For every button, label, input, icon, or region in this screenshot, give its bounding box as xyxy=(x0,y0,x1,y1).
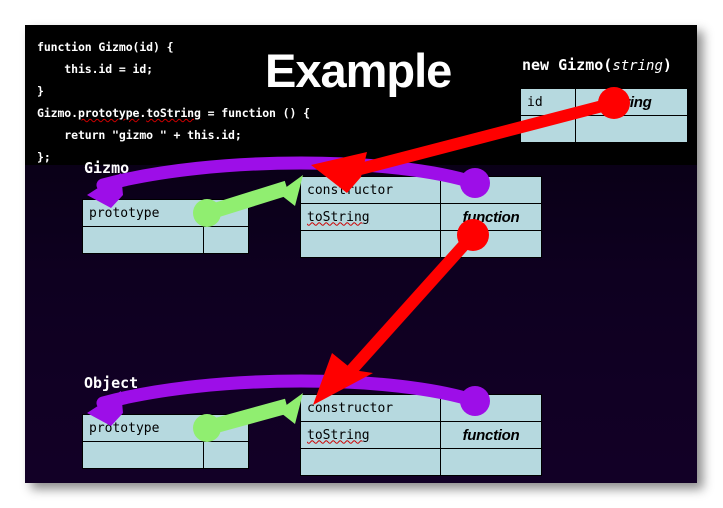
gizmo-tostring-value: function xyxy=(440,203,542,231)
object-member-value-empty xyxy=(440,448,542,476)
object-tostring-key: toString xyxy=(307,427,370,443)
object-prototype-key: prototype xyxy=(82,414,204,442)
object-constructor-key: constructor xyxy=(300,394,441,422)
object-prototype-value xyxy=(203,414,249,442)
object-object-label: Object xyxy=(84,374,139,392)
table-row: prototype xyxy=(82,414,249,442)
object-tostring-value: function xyxy=(440,421,542,449)
instance-key-id: id xyxy=(520,88,576,116)
code-line-5: return "gizmo " + this.id; xyxy=(37,128,242,142)
gizmo-prototype-key: prototype xyxy=(82,199,204,227)
instance-heading-suffix: ) xyxy=(662,56,672,74)
code-line-1: function Gizmo(id) { xyxy=(37,40,174,54)
code-text: function Gizmo(id) { this.id = id; } Giz… xyxy=(37,36,310,168)
page-title: Example xyxy=(265,44,452,97)
gizmo-member-value-empty xyxy=(440,230,542,258)
table-row: constructor xyxy=(300,394,542,422)
object-member-key-empty xyxy=(300,448,441,476)
table-row: toString function xyxy=(300,203,542,231)
instance-table: id string xyxy=(520,88,688,143)
table-row xyxy=(300,448,542,476)
object-prototype-value-empty xyxy=(203,441,249,469)
gizmo-constructor-key: constructor xyxy=(300,176,441,204)
gizmo-member-table: constructor toString function xyxy=(300,176,542,258)
code-line-4: Gizmo.prototype.toString = function () { xyxy=(37,106,310,120)
gizmo-prototype-key-empty xyxy=(82,226,204,254)
gizmo-constructor-value xyxy=(440,176,542,204)
misspelled-prototype: prototype xyxy=(77,106,140,120)
gizmo-member-key-empty xyxy=(300,230,441,258)
code-line-3: } xyxy=(37,84,44,98)
code-line-2: this.id = id; xyxy=(37,62,154,76)
instance-value-empty xyxy=(575,115,688,143)
gizmo-prototype-value xyxy=(203,199,249,227)
code-line-6: }; xyxy=(37,150,51,164)
misspelled-tostring: toString xyxy=(146,106,201,120)
gizmo-prototype-value-empty xyxy=(203,226,249,254)
table-row: constructor xyxy=(300,176,542,204)
table-row xyxy=(82,441,249,469)
object-prototype-table: prototype xyxy=(82,414,249,469)
table-row xyxy=(520,115,688,143)
table-row: prototype xyxy=(82,199,249,227)
table-row: toString function xyxy=(300,421,542,449)
object-prototype-key-empty xyxy=(82,441,204,469)
gizmo-object-label: Gizmo xyxy=(84,159,130,177)
object-member-table: constructor toString function xyxy=(300,394,542,476)
instance-heading-prefix: new Gizmo( xyxy=(522,56,613,74)
object-constructor-value xyxy=(440,394,542,422)
gizmo-prototype-table: prototype xyxy=(82,199,249,254)
instance-heading-type: string xyxy=(612,58,663,74)
instance-heading: new Gizmo(string) xyxy=(522,56,672,74)
instance-value-string: string xyxy=(575,88,688,116)
table-row xyxy=(300,230,542,258)
table-row xyxy=(82,226,249,254)
slide-canvas: function Gizmo(id) { this.id = id; } Giz… xyxy=(25,25,697,483)
table-row: id string xyxy=(520,88,688,116)
instance-key-empty xyxy=(520,115,576,143)
gizmo-tostring-key: toString xyxy=(307,209,370,225)
